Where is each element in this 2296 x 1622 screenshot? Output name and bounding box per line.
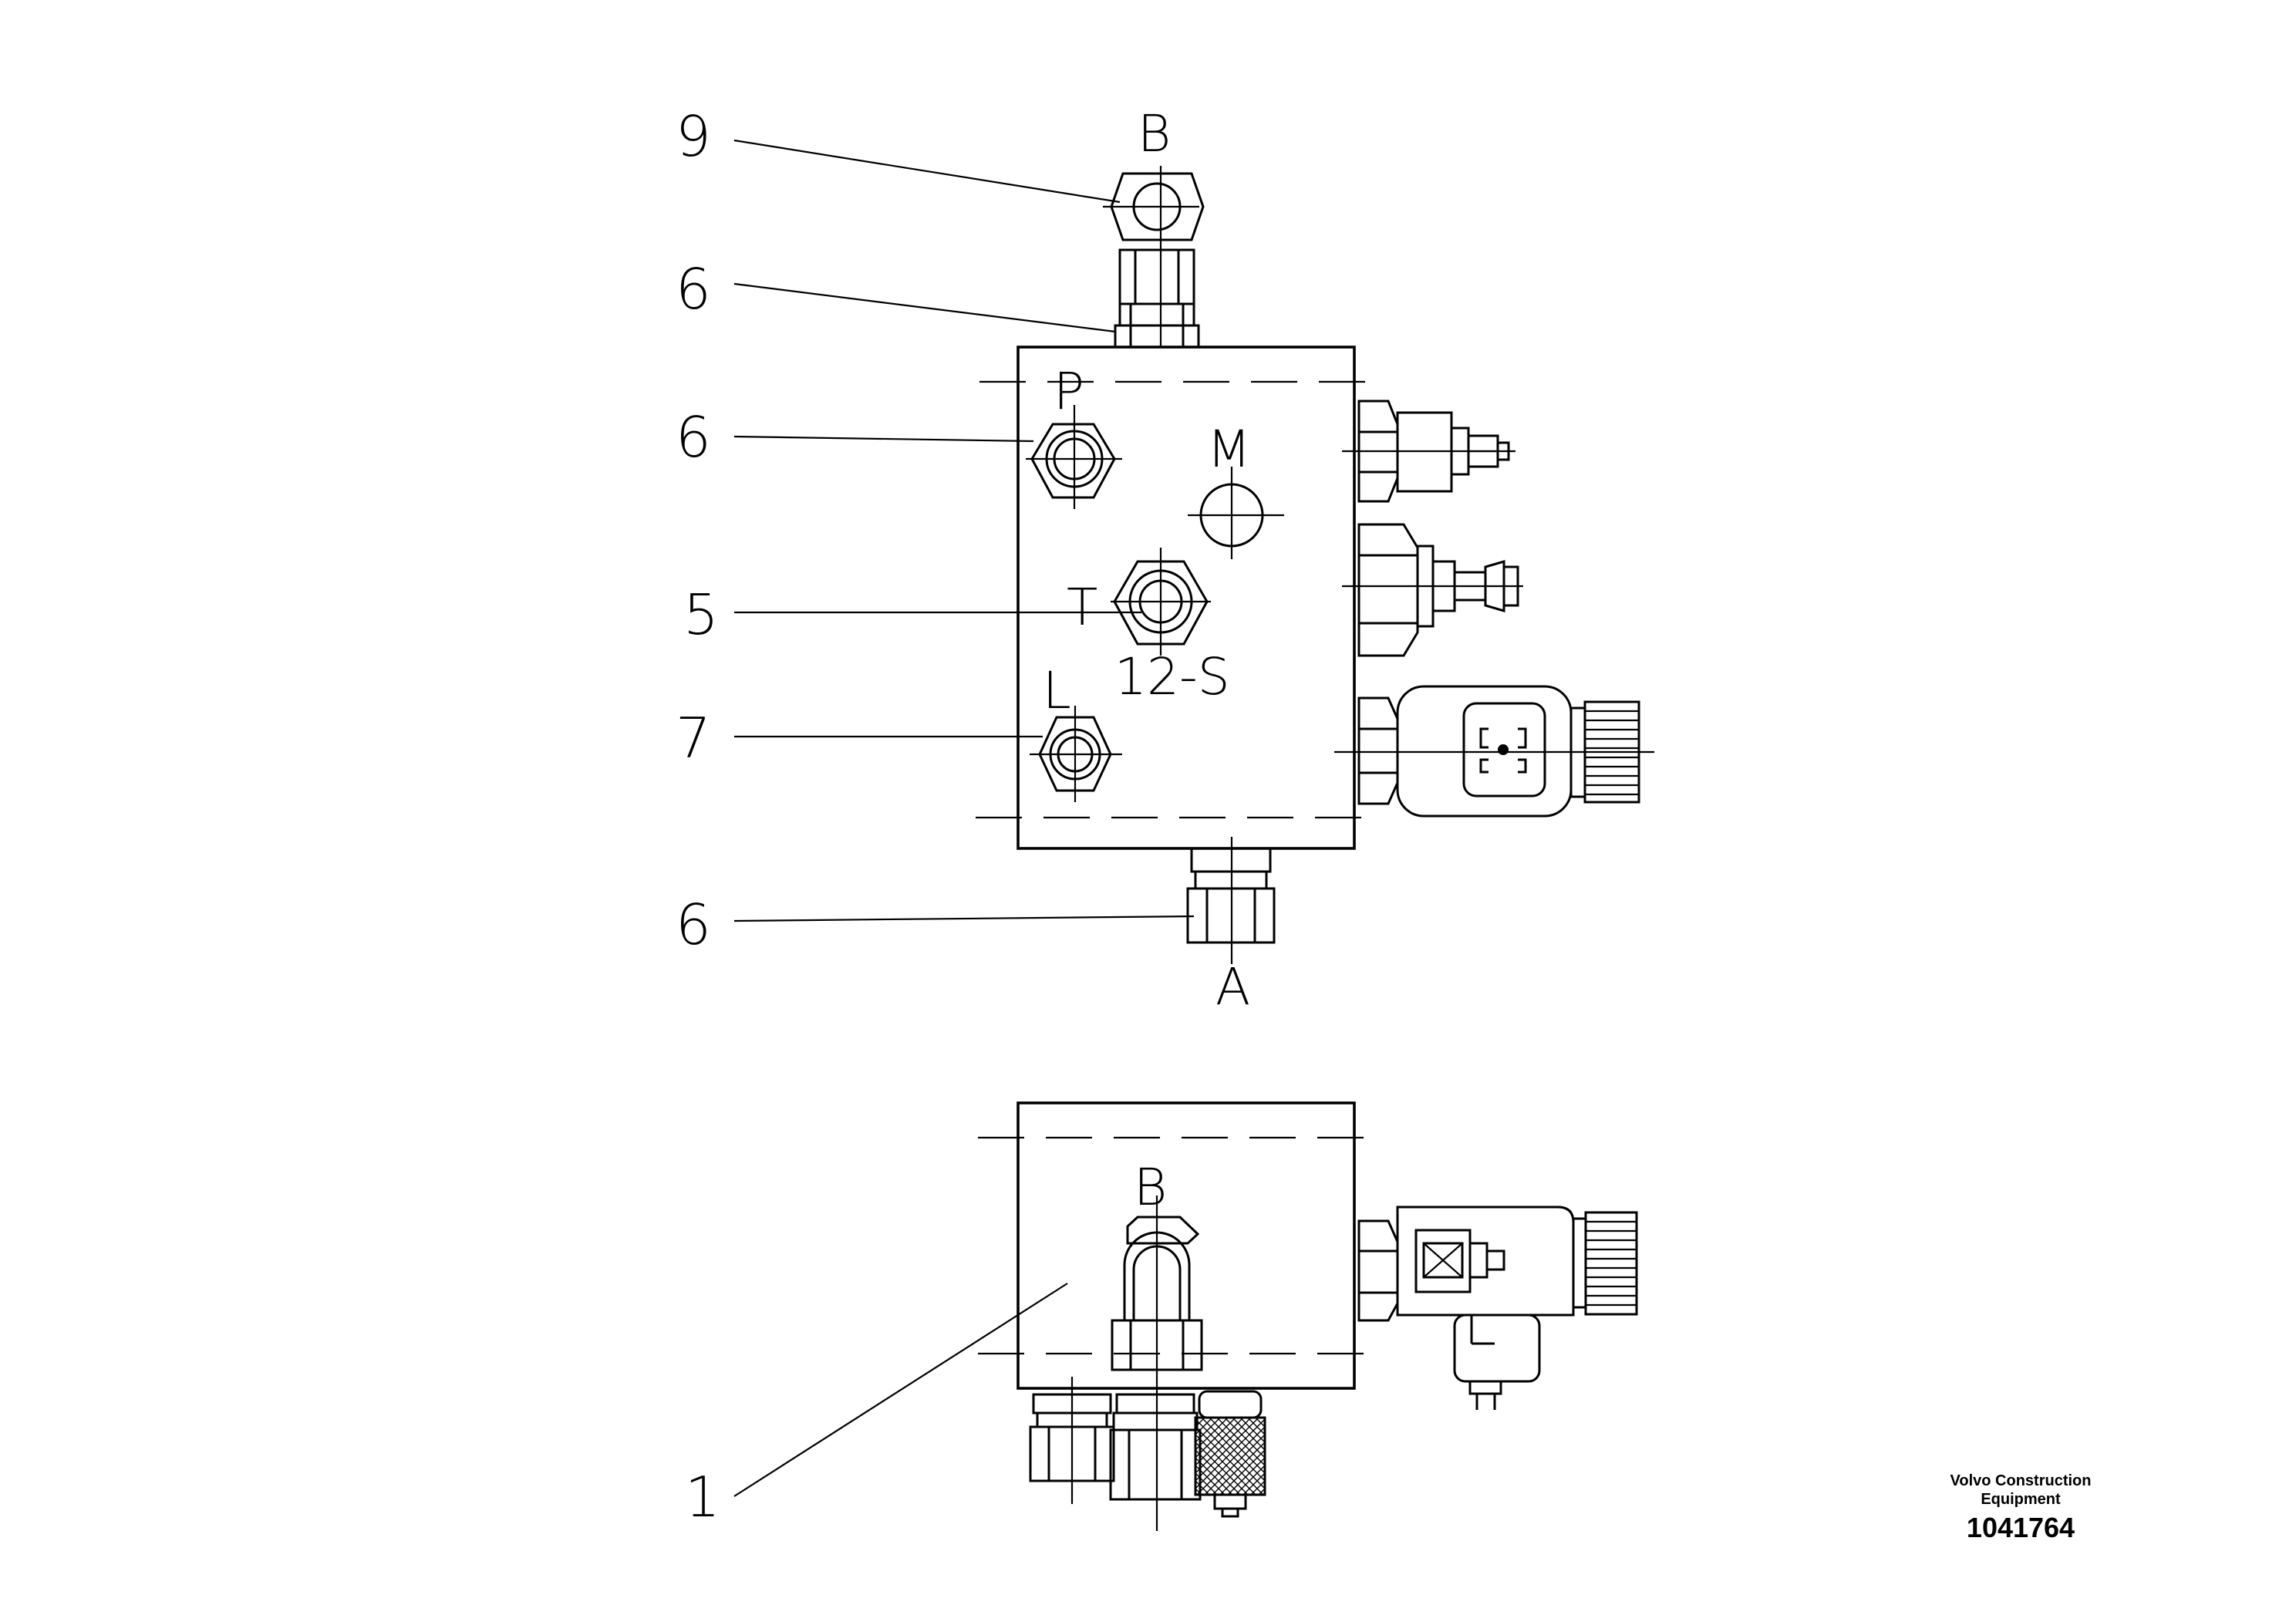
callout-numbers: 9 6 6 5 7 6 1 [676,104,720,1529]
callout-6-a: 6 [676,892,711,957]
callout-1: 1 [685,1465,720,1529]
bottom-fitting-left [1029,1377,1115,1504]
port-m-plug [1188,467,1284,559]
bottom-fitting-middle [1109,1393,1202,1501]
port-p-plug [1026,405,1122,509]
part-number: 1041764 [1966,1512,2075,1543]
brand-line-2: Equipment [1981,1491,2061,1508]
port-l-plug [1030,706,1122,802]
port-b-fitting [1103,166,1205,349]
port-label-b-top: B [1138,104,1171,164]
port-label-t: T [1067,578,1097,637]
port-label-l: L [1043,661,1071,720]
port-label-m: M [1207,420,1251,479]
port-label-p: P [1054,362,1084,421]
callout-6-top: 6 [676,257,711,322]
port-a-fitting [1186,837,1276,964]
port-t-plug [1111,548,1211,656]
elbow-fitting-b [1111,1195,1203,1531]
brand-line-1: Volvo Construction [1950,1472,2092,1489]
pressure-valve-upper [1342,400,1515,503]
port-label-a: A [1215,957,1250,1017]
port-labels: B P M T 12-S L A B [1043,104,1251,1217]
callout-6-p: 6 [676,405,711,470]
valve-block-side-view [733,1101,1638,1531]
pressure-valve-middle [1342,523,1523,657]
solenoid-valve [1334,685,1654,818]
port-label-b-lower: B [1134,1158,1167,1217]
port-size-label: 12-S [1114,647,1230,706]
solenoid-side [1357,1206,1638,1410]
callout-5: 5 [683,582,719,647]
bottom-knurled-cap [1194,1390,1266,1518]
callout-7: 7 [676,706,711,771]
brand-text: Volvo Construction Equipment [1905,1472,2136,1509]
valve-block-top-view [733,139,1654,964]
callout-9: 9 [676,104,711,169]
